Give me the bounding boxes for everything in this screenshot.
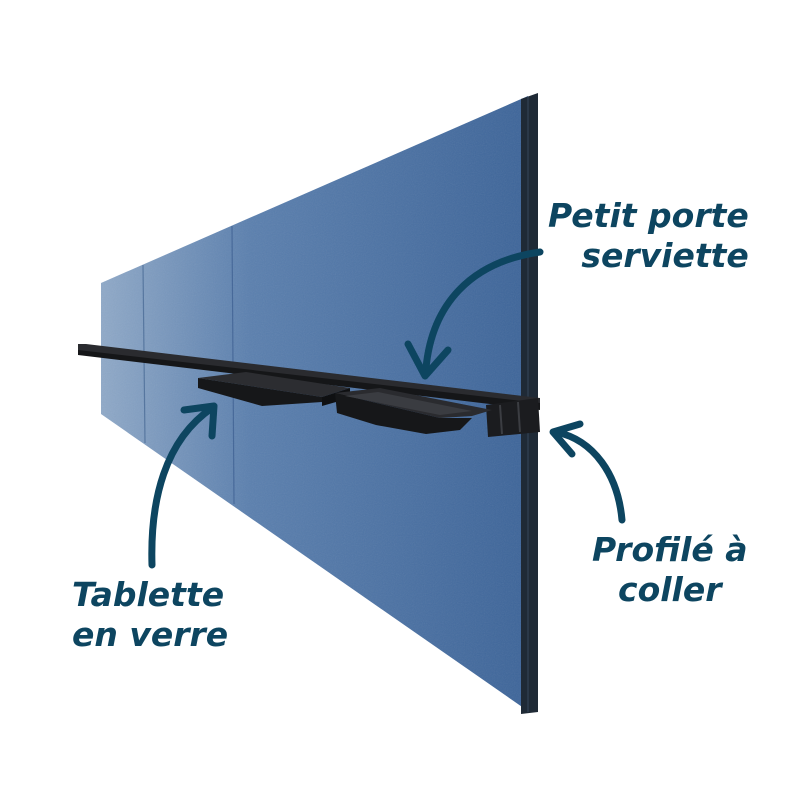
rail-front [78, 350, 540, 410]
arrow-head [180, 402, 218, 440]
towel-holder [335, 388, 492, 434]
label-profile-a-coller: Profilé à coller [592, 530, 748, 610]
arrow-head [404, 340, 452, 380]
label-line: serviette [581, 236, 749, 275]
label-line: Profilé à [592, 530, 748, 569]
label-tablette-en-verre: Tablette en verre [72, 575, 228, 655]
shelf-top [198, 372, 350, 397]
arrow-tablette [148, 402, 218, 569]
label-line: Tablette [72, 575, 225, 614]
label-line: en verre [72, 615, 229, 654]
shelf-body [198, 378, 322, 406]
curved-arrow-icon [552, 428, 626, 524]
towel-holder-inner [345, 392, 472, 415]
arrow-head [549, 420, 584, 458]
rail-end-line [517, 401, 521, 433]
curved-arrow-icon [422, 248, 544, 372]
rail-top [78, 344, 540, 404]
label-line: Petit porte [548, 196, 749, 235]
rail-end-line [499, 404, 503, 435]
label-line: coller [618, 570, 722, 609]
curved-arrow-icon [148, 404, 216, 569]
panel-texture [101, 96, 528, 711]
rail-profile [78, 344, 540, 437]
arrow-petit-porte [404, 248, 544, 380]
wall-panel [101, 93, 538, 714]
arrow-profile [549, 420, 626, 524]
label-petit-porte-serviette: Petit porte serviette [548, 196, 749, 276]
towel-holder-front [335, 393, 472, 434]
